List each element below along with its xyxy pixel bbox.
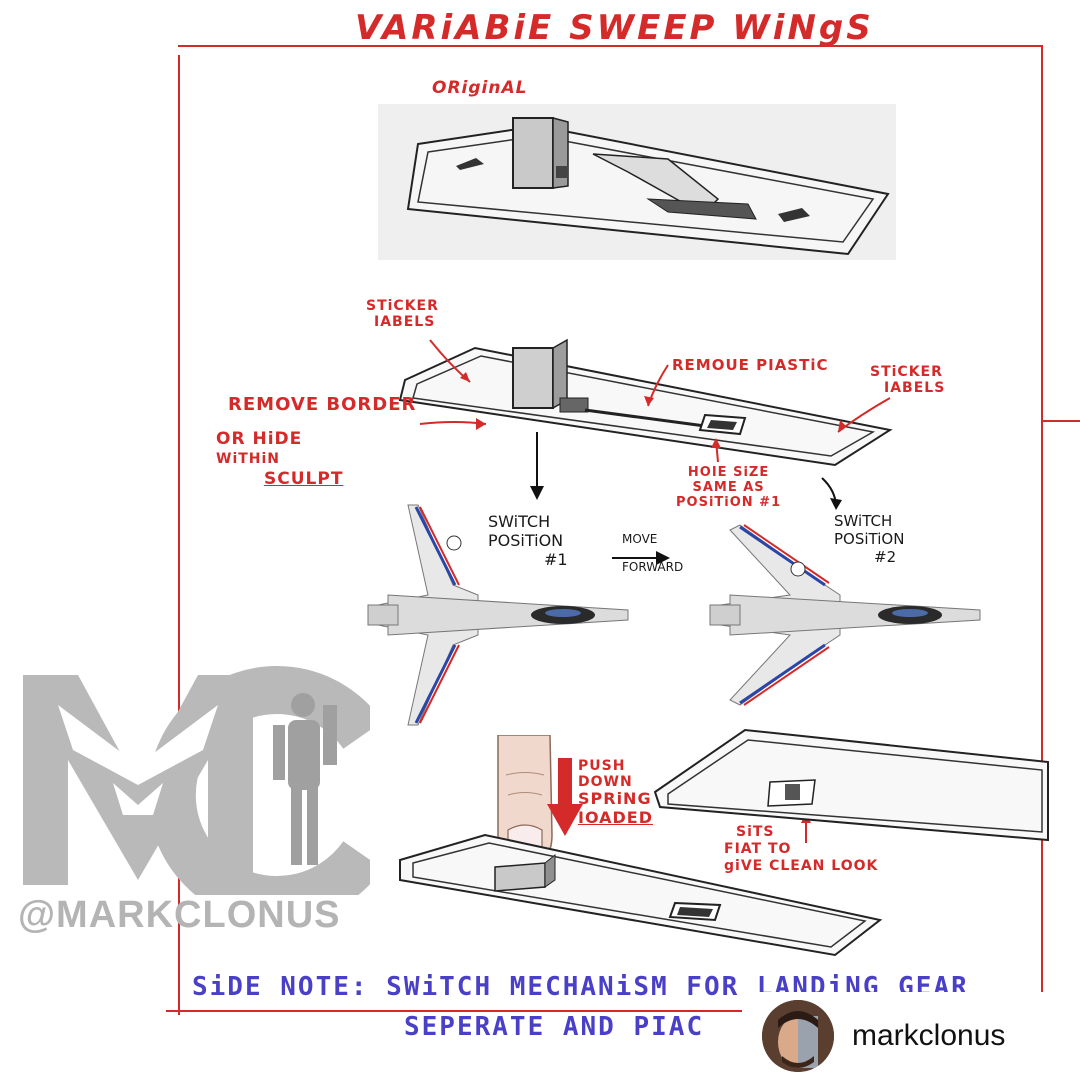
modified-stand-sketch [398, 338, 893, 467]
sticker-labels-right-line-2: IABELS [884, 380, 946, 397]
arrow-sticker-right [837, 397, 891, 433]
sticker-labels-left-note: STiCKER IABELS [366, 298, 439, 330]
or-hide-note: OR HiDE WiTHiN SCULPT [216, 428, 343, 490]
avatar-face-icon [762, 1000, 834, 1072]
jet-position-1 [367, 504, 629, 726]
move-forward-line-1: MOVE [622, 532, 658, 546]
switch-1-line-1: SWiTCH [488, 512, 551, 531]
push-down-note: PUSH DOWN SPRiNG IOADED [578, 758, 653, 827]
side-note-line-2: SEPERATE AND PIAC [404, 1012, 705, 1042]
move-forward-line-2: FORWARD [622, 560, 684, 575]
original-stand-sketch [406, 117, 890, 256]
switch-2-line-3: #2 [874, 548, 897, 566]
push-down-line-2: DOWN [578, 774, 633, 791]
or-hide-line-3: SCULPT [264, 469, 344, 490]
original-sketch-panel [378, 104, 896, 260]
watermark-handle: @MARKCLONUS [18, 894, 341, 936]
switch-position-1-note: SWiTCH POSiTiON #1 [488, 512, 568, 570]
sits-flat-line-3: giVE CLEAN LOOK [724, 857, 879, 874]
frame-line-left [178, 55, 180, 1015]
frame-line-top [178, 45, 1043, 47]
figure-silhouette-icon [273, 693, 337, 865]
hole-size-line-2: SAME AS [692, 479, 765, 495]
instagram-repost-badge[interactable]: markclonus [742, 992, 1080, 1080]
sticker-labels-left-line-1: STiCKER [366, 298, 439, 314]
user-avatar[interactable] [762, 1000, 834, 1072]
switch-position-2-note: SWiTCH POSiTiON #2 [834, 512, 904, 566]
original-label: ORiginAL [432, 78, 528, 98]
or-hide-line-1: OR HiDE [216, 429, 303, 449]
push-down-line-1: PUSH [578, 758, 626, 774]
push-down-arrow-icon [547, 758, 583, 836]
top-right-stand-sketch [653, 728, 1049, 842]
frame-line-right [1041, 45, 1043, 1005]
hole-size-line-3: POSiTiON #1 [676, 494, 782, 510]
or-hide-line-2: WiTHiN [216, 451, 281, 468]
sticker-labels-right-note: STiCKER IABELS [870, 364, 945, 396]
remove-border-note: REMOVE BORDER [228, 394, 417, 415]
switch-2-line-2: POSiTiON [834, 530, 905, 548]
sits-flat-note: SiTS FIAT TO giVE CLEAN LOOK [724, 824, 878, 874]
sits-flat-line-1: SiTS [736, 824, 775, 840]
bottom-stand-sketch [399, 833, 883, 957]
hole-size-note: HOIE SiZE SAME AS POSiTiON #1 [676, 465, 782, 511]
switch-2-line-1: SWiTCH [834, 512, 893, 530]
frame-tick-right [1043, 420, 1080, 422]
push-down-line-4: IOADED [578, 807, 653, 827]
hole-size-line-1: HOIE SiZE [687, 465, 770, 480]
frame-line-bottom [166, 1010, 776, 1012]
push-down-line-3: SPRiNG [578, 789, 652, 809]
jet-position-2 [709, 524, 981, 706]
sticker-labels-right-line-1: STiCKER [870, 364, 943, 380]
diagram-title: VARiABiE SWEEP WiNgS [355, 8, 874, 48]
move-forward-note: MOVE FORWARD [622, 532, 683, 575]
sticker-labels-left-line-2: IABELS [374, 314, 436, 331]
sits-flat-line-2: FIAT TO [724, 840, 792, 857]
switch-1-line-3: #1 [544, 550, 568, 570]
watermark-logo [23, 666, 370, 895]
instagram-username[interactable]: markclonus [852, 1019, 1006, 1052]
remove-plastic-note: REMOUE PIASTiC [672, 356, 829, 374]
switch-1-line-2: POSiTiON [488, 531, 564, 551]
